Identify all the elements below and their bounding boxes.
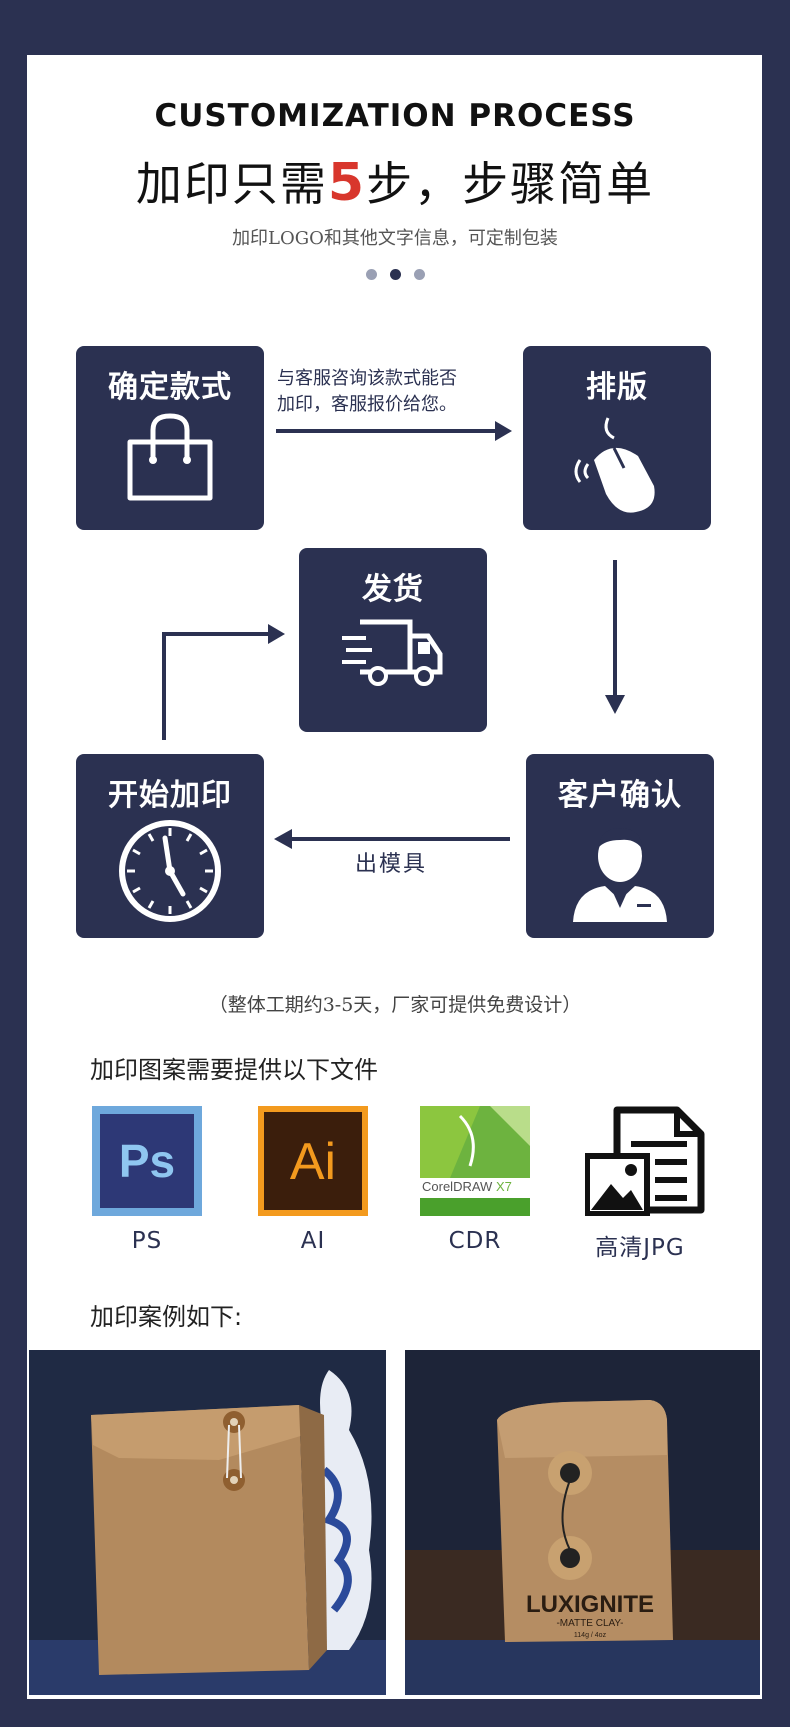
cases-title: 加印案例如下:	[90, 1303, 243, 1331]
coreldraw-icon: CorelDRAW X7	[420, 1106, 530, 1216]
carousel-dots	[366, 269, 426, 281]
file-label: 高清JPG	[595, 1235, 685, 1261]
ps-badge: Ps	[118, 1135, 176, 1187]
customer-icon	[526, 816, 714, 926]
flow-arrows	[162, 421, 625, 849]
files-title: 加印图案需要提供以下文件	[90, 1056, 378, 1084]
timeline-note: （整体工期约3-5天，厂家可提供免费设计）	[208, 994, 582, 1016]
illustrator-icon: Ai	[258, 1106, 368, 1216]
file-label: AI	[300, 1228, 326, 1254]
arrow-note-1-line1: 与客服咨询该款式能否	[277, 368, 457, 389]
title-cn-after: 步，步骤简单	[366, 157, 655, 211]
step-start-printing: 开始加印	[76, 754, 264, 938]
file-cdr: CorelDRAW X7 CDR	[415, 1106, 535, 1254]
subtitle: 加印LOGO和其他文字信息，可定制包装	[232, 228, 558, 249]
arrow-4-to-5	[162, 632, 268, 740]
photoshop-icon: Ps	[92, 1106, 202, 1216]
case-brand: LUXIGNITE	[526, 1591, 654, 1618]
arrow-note-1-line2: 加印，客服报价给您。	[277, 394, 457, 415]
step-title: 排版	[586, 370, 648, 405]
title-english: CUSTOMIZATION PROCESS	[154, 98, 636, 134]
step-title: 发货	[362, 572, 424, 607]
file-label: PS	[131, 1228, 163, 1254]
case-sub: -MATTE CLAY-	[556, 1618, 623, 1629]
case-photo-2: LUXIGNITE -MATTE CLAY- 114g / 4oz	[405, 1350, 760, 1695]
file-ai: Ai AI	[253, 1106, 373, 1254]
arrow-note-2: 出模具	[355, 852, 428, 877]
dot-2[interactable]	[390, 269, 401, 280]
step-title: 客户确认	[558, 778, 682, 813]
delivery-truck-icon	[299, 610, 487, 720]
dot-1[interactable]	[366, 269, 377, 280]
ai-badge: Ai	[289, 1133, 337, 1191]
file-label: CDR	[448, 1228, 502, 1254]
image-document-icon	[584, 1106, 705, 1217]
file-ps: Ps PS	[87, 1106, 207, 1254]
step-customer-confirm: 客户确认	[526, 754, 714, 938]
case-weight: 114g / 4oz	[574, 1632, 607, 1639]
title-step-count: 5	[327, 153, 367, 213]
dot-3[interactable]	[414, 269, 425, 280]
step-title: 开始加印	[108, 778, 232, 813]
cdr-badge: CorelDRAW	[422, 1179, 493, 1194]
title-cn-before: 加印只需	[135, 157, 328, 211]
shopping-bag-icon	[76, 408, 264, 518]
arrow-note-1: 与客服咨询该款式能否 加印，客服报价给您。	[277, 366, 457, 418]
case-photo-1	[29, 1350, 386, 1695]
file-jpg: 高清JPG	[580, 1106, 705, 1262]
title-chinese: 加印只需5步，步骤简单	[0, 148, 790, 214]
mouse-icon	[523, 408, 711, 518]
step-layout: 排版	[523, 346, 711, 530]
step-title: 确定款式	[108, 370, 232, 405]
clock-icon	[76, 816, 264, 926]
step-ship: 发货	[299, 548, 487, 732]
cdr-version: X7	[495, 1179, 512, 1194]
step-select-style: 确定款式	[76, 346, 264, 530]
